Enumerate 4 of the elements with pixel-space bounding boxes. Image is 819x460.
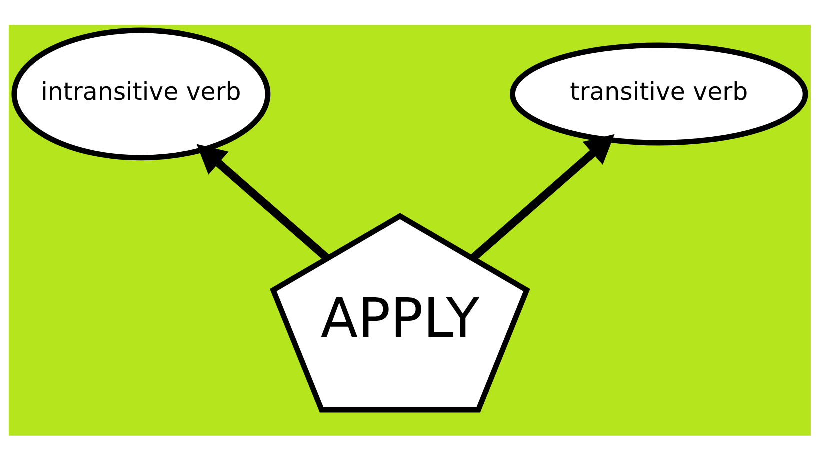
node-ellipse: transitive verb — [510, 42, 808, 146]
node-ellipse: intransitive verb — [11, 27, 270, 160]
arrow — [470, 134, 614, 261]
arrow — [196, 144, 330, 261]
